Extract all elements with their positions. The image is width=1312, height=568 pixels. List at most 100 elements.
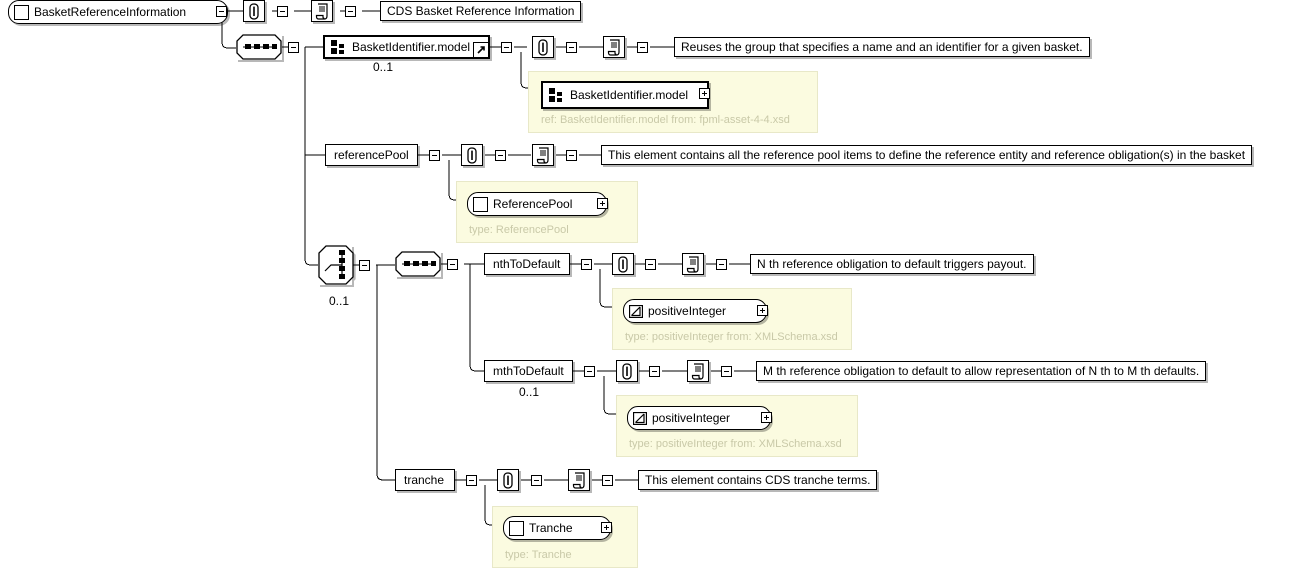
scroll-icon xyxy=(536,146,549,164)
link-arrow-icon[interactable] xyxy=(473,42,489,58)
collapse-toggle-nthtodefault[interactable] xyxy=(581,259,592,270)
scroll-icon xyxy=(315,2,328,20)
collapse-toggle-basketidentifier-documentation[interactable] xyxy=(637,42,648,53)
element-nthtodefault[interactable]: nthToDefault xyxy=(484,253,570,275)
collapse-toggle-referencepool-annotation[interactable] xyxy=(495,150,506,161)
collapse-toggle-tranche-annotation[interactable] xyxy=(531,475,542,486)
reference-panel-mthtodefault: positiveInteger type: positiveInteger fr… xyxy=(616,395,858,457)
scroll-icon xyxy=(607,38,620,56)
paperclip-icon xyxy=(503,471,513,489)
annotation-icon-tranche[interactable] xyxy=(497,469,519,491)
element-referencepool-label: referencePool xyxy=(334,148,409,162)
documentation-icon-tranche[interactable] xyxy=(568,469,590,491)
expand-toggle-reference-tranche[interactable] xyxy=(601,522,612,533)
scroll-icon xyxy=(691,362,704,380)
documentation-icon-nthtodefault[interactable] xyxy=(682,253,704,275)
element-tranche-label: tranche xyxy=(404,473,445,487)
paperclip-icon xyxy=(249,2,259,20)
reference-panel-tranche: Tranche type: Tranche xyxy=(492,506,638,568)
expand-toggle-reference-referencepool[interactable] xyxy=(597,198,608,209)
choice-group[interactable] xyxy=(318,245,354,285)
documentation-text-basketidentifier: Reuses the group that specifies a name a… xyxy=(674,37,1090,57)
collapse-toggle-nthtodefault-annotation[interactable] xyxy=(645,259,656,270)
annotation-icon-basketidentifier[interactable] xyxy=(532,36,554,58)
annotation-icon-nthtodefault[interactable] xyxy=(612,253,634,275)
collapse-toggle-mthtodefault[interactable] xyxy=(584,366,595,377)
reference-type-referencepool[interactable]: ReferencePool xyxy=(467,192,607,216)
cardinality-choice: 0..1 xyxy=(329,294,350,308)
documentation-icon[interactable] xyxy=(311,0,333,22)
collapse-toggle-tranche[interactable] xyxy=(466,475,477,486)
documentation-text-tranche: This element contains CDS tranche terms. xyxy=(638,470,878,490)
reference-type-label: ReferencePool xyxy=(493,197,573,211)
scroll-icon xyxy=(572,471,585,489)
annotation-icon[interactable] xyxy=(243,0,265,22)
element-icon xyxy=(14,4,29,20)
cardinality-mthtodefault: 0..1 xyxy=(519,385,540,399)
sequence-group-inner[interactable] xyxy=(395,251,441,277)
model-group-icon xyxy=(549,88,562,102)
documentation-text-referencepool: This element contains all the reference … xyxy=(601,145,1253,165)
complex-type-icon xyxy=(509,520,524,536)
reference-note-nthtodefault: type: positiveInteger from: XMLSchema.xs… xyxy=(625,331,838,343)
collapse-toggle-choice[interactable] xyxy=(359,260,370,271)
root-element-label: BasketReferenceInformation xyxy=(34,5,187,19)
reference-type-tranche[interactable]: Tranche xyxy=(503,516,611,540)
collapse-toggle-referencepool[interactable] xyxy=(429,150,440,161)
root-element-basketreferenceinformation[interactable]: BasketReferenceInformation xyxy=(8,0,228,24)
element-mthtodefault-label: mthToDefault xyxy=(493,364,564,378)
reference-model-group-label: BasketIdentifier.model xyxy=(570,88,689,102)
model-group-basketidentifier[interactable]: BasketIdentifier.model xyxy=(323,35,490,59)
collapse-toggle-root-sequence[interactable] xyxy=(288,42,299,53)
collapse-toggle-mthtodefault-documentation[interactable] xyxy=(721,366,732,377)
reference-type-label: Tranche xyxy=(529,521,573,535)
reference-note-mthtodefault: type: positiveInteger from: XMLSchema.xs… xyxy=(629,438,842,450)
scroll-icon xyxy=(686,255,699,273)
reference-model-group-basketidentifier[interactable]: BasketIdentifier.model xyxy=(541,81,709,109)
annotation-icon-mthtodefault[interactable] xyxy=(616,360,638,382)
paperclip-icon xyxy=(622,362,632,380)
paperclip-icon xyxy=(467,146,477,164)
documentation-text-root: CDS Basket Reference Information xyxy=(380,1,582,21)
reference-type-positiveinteger-mth[interactable]: positiveInteger xyxy=(627,406,771,430)
expand-toggle-reference-nthtodefault[interactable] xyxy=(757,305,768,316)
documentation-icon-mthtodefault[interactable] xyxy=(687,360,709,382)
collapse-toggle-mthtodefault-annotation[interactable] xyxy=(649,366,660,377)
collapse-toggle-basketidentifier[interactable] xyxy=(501,42,512,53)
reference-note-basketidentifier: ref: BasketIdentifier.model from: fpml-a… xyxy=(541,114,790,126)
model-group-label: BasketIdentifier.model xyxy=(352,40,471,54)
collapse-toggle-basketidentifier-annotation[interactable] xyxy=(566,42,577,53)
reference-type-positiveinteger-nth[interactable]: positiveInteger xyxy=(623,299,767,323)
annotation-icon-referencepool[interactable] xyxy=(461,144,483,166)
collapse-toggle-root-annotation[interactable] xyxy=(277,6,288,17)
sequence-icon xyxy=(395,251,441,277)
paperclip-icon xyxy=(618,255,628,273)
expand-toggle-reference-mthtodefault[interactable] xyxy=(761,412,772,423)
element-tranche[interactable]: tranche xyxy=(395,469,455,491)
simple-type-icon xyxy=(632,411,648,425)
collapse-toggle-inner-sequence[interactable] xyxy=(447,259,458,270)
reference-panel-nthtodefault: positiveInteger type: positiveInteger fr… xyxy=(612,288,852,350)
cardinality-basketidentifier: 0..1 xyxy=(373,60,394,74)
choice-icon xyxy=(318,245,354,285)
element-mthtodefault[interactable]: mthToDefault xyxy=(484,360,573,382)
reference-panel-basketidentifier: BasketIdentifier.model ref: BasketIdenti… xyxy=(528,71,818,133)
collapse-toggle-nthtodefault-documentation[interactable] xyxy=(716,259,727,270)
expand-toggle-reference-basketidentifier[interactable] xyxy=(699,88,710,99)
collapse-toggle-tranche-documentation[interactable] xyxy=(602,475,613,486)
collapse-toggle-root-documentation[interactable] xyxy=(345,6,356,17)
collapse-toggle-root[interactable] xyxy=(216,6,227,17)
paperclip-icon xyxy=(538,38,548,56)
documentation-icon-referencepool[interactable] xyxy=(532,144,554,166)
collapse-toggle-referencepool-documentation[interactable] xyxy=(566,150,577,161)
reference-type-label: positiveInteger xyxy=(652,411,731,425)
documentation-text-mthtodefault: M th reference obligation to default to … xyxy=(756,361,1207,381)
documentation-icon-basketidentifier[interactable] xyxy=(603,36,625,58)
sequence-group-root[interactable] xyxy=(236,34,282,60)
sequence-icon xyxy=(236,34,282,60)
element-nthtodefault-label: nthToDefault xyxy=(493,257,561,271)
element-referencepool[interactable]: referencePool xyxy=(325,144,418,166)
reference-type-label: positiveInteger xyxy=(648,304,727,318)
simple-type-icon xyxy=(628,304,644,318)
